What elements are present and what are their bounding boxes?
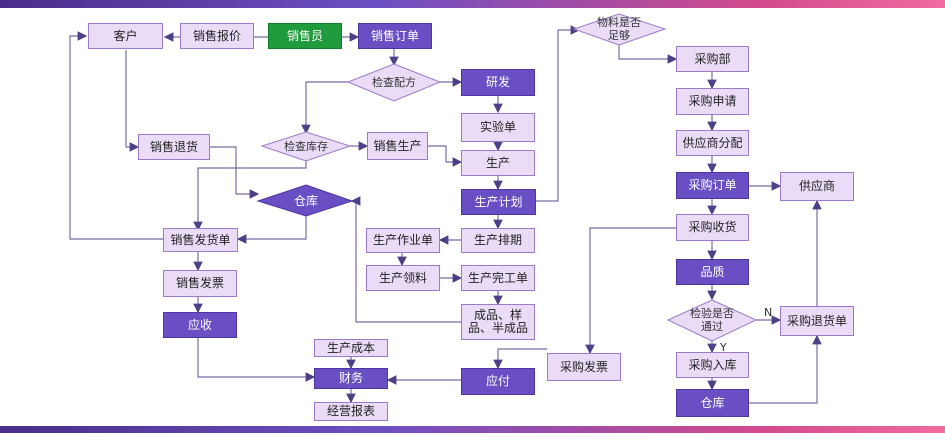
label-no: N: [764, 306, 773, 319]
decision-check-stock: [260, 131, 352, 162]
edge-warehouse-preturn: [749, 334, 822, 404]
node-production-schedule: 生产排期: [461, 228, 535, 253]
edge-saleprod-prod: [428, 145, 463, 167]
top-gradient-bar: [0, 0, 945, 8]
node-finance: 财务: [314, 368, 388, 389]
edge-receivable-finance: [197, 338, 316, 382]
node-rd: 研发: [461, 69, 535, 96]
node-production-cost: 生产成本: [314, 339, 388, 357]
label-inspection-pass: 检验是否通过: [690, 307, 734, 333]
edge-material-dept: [618, 44, 678, 64]
decision-inspection-pass: [666, 299, 758, 342]
edge-delivery-customer: [69, 31, 163, 240]
edge-receipt-pinvoice: [585, 227, 676, 355]
decision-check-formula: [346, 63, 442, 102]
node-supplier-allocation: 供应商分配: [676, 130, 749, 156]
edge-pinvoice-payable: [493, 348, 547, 370]
node-customer: 客户: [88, 23, 163, 49]
node-production-plan: 生产计划: [461, 189, 536, 215]
node-quality: 品质: [676, 259, 749, 285]
node-production: 生产: [461, 150, 535, 176]
label-warehouse-left: 仓库: [293, 193, 318, 208]
node-purchase-return: 采购退货单: [780, 306, 854, 336]
flowchart-canvas: 客户 销售报价 销售员 销售订单 检查配方 研发 检查库存 实验单 销售生产 生…: [0, 8, 945, 426]
label-material-enough: 物料是否足够: [597, 16, 641, 42]
node-payable: 应付: [461, 368, 535, 395]
label-yes: Y: [720, 341, 727, 354]
edge-warehouse-delivery: [236, 213, 307, 244]
node-supplier: 供应商: [780, 172, 854, 201]
node-purchase-invoice: 采购发票: [547, 353, 621, 381]
edge-customer-return: [125, 50, 140, 152]
connector-layer: [69, 13, 822, 404]
edge-products-warehouse: [350, 196, 461, 323]
node-business-report: 经营报表: [314, 402, 388, 421]
node-material-picking: 生产领料: [366, 265, 440, 291]
node-receivable: 应收: [163, 312, 237, 338]
decision-material-enough: [572, 13, 667, 46]
edge-return-warehouse: [210, 146, 260, 199]
node-sales-delivery: 销售发货单: [163, 228, 238, 252]
node-lab-sheet: 实验单: [461, 113, 535, 142]
node-purchase-dept: 采购部: [676, 46, 749, 72]
edge-plan-material: [536, 25, 581, 202]
label-check-formula: 检查配方: [372, 75, 416, 89]
node-products: 成品、样品、半成品: [461, 304, 535, 340]
edge-formula-stock: [301, 81, 348, 135]
node-sales-quote: 销售报价: [180, 23, 254, 49]
node-sales-invoice: 销售发票: [163, 270, 237, 297]
label-check-stock: 检查库存: [284, 139, 328, 153]
node-purchase-order: 采购订单: [676, 172, 749, 199]
decision-warehouse-left: [256, 184, 354, 217]
node-sales-return: 销售退货: [138, 134, 210, 160]
node-completion: 生产完工单: [461, 265, 535, 291]
node-work-order: 生产作业单: [366, 228, 440, 253]
node-sales-production: 销售生产: [367, 132, 428, 160]
node-salesman: 销售员: [268, 23, 342, 49]
node-purchase-request: 采购申请: [676, 88, 749, 115]
node-sales-order: 销售订单: [358, 23, 432, 49]
node-purchase-receipt: 采购收货: [676, 214, 749, 241]
bottom-gradient-bar: [0, 426, 945, 433]
node-warehouse-right: 仓库: [676, 389, 749, 417]
node-purchase-instock: 采购入库: [676, 352, 749, 378]
edge-stock-delivery: [193, 160, 307, 232]
